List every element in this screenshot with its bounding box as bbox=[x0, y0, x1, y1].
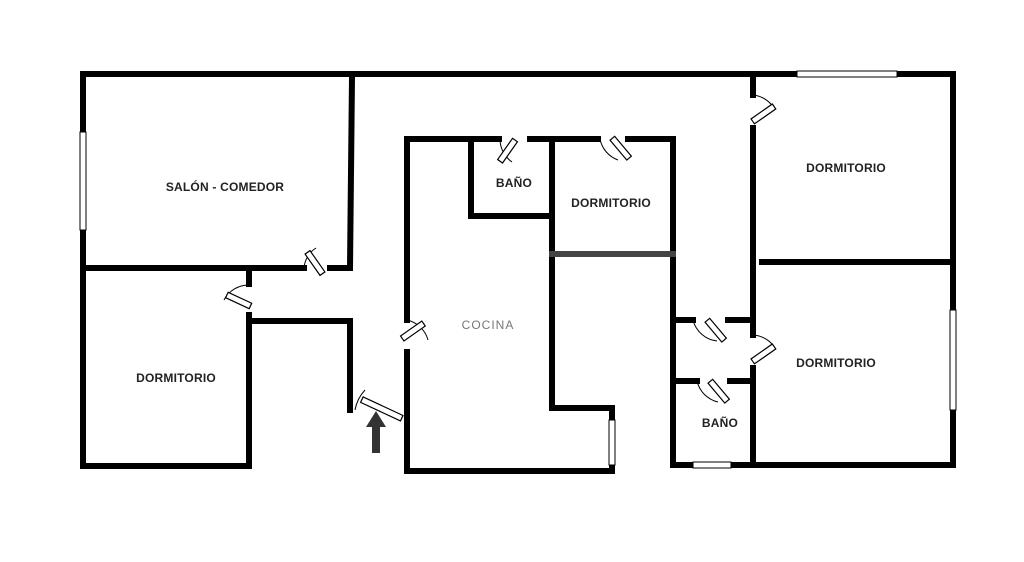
room-label-bano-2: BAÑO bbox=[701, 416, 739, 430]
room-label-dormitorio-top-right: DORMITORIO bbox=[806, 161, 886, 175]
room-label-dormitorio-left: DORMITORIO bbox=[136, 371, 216, 385]
room-label-cocina: COCINA bbox=[461, 318, 515, 332]
walls bbox=[80, 71, 956, 474]
doors bbox=[223, 94, 777, 422]
room-label-dormitorio-center: DORMITORIO bbox=[571, 196, 651, 210]
room-label-dormitorio-bottom-right: DORMITORIO bbox=[796, 356, 876, 370]
windows bbox=[79, 70, 957, 469]
room-label-salon-comedor: SALÓN - COMEDOR bbox=[165, 180, 285, 194]
room-label-bano: BAÑO bbox=[495, 176, 533, 190]
entry-arrow-icon bbox=[366, 411, 386, 453]
